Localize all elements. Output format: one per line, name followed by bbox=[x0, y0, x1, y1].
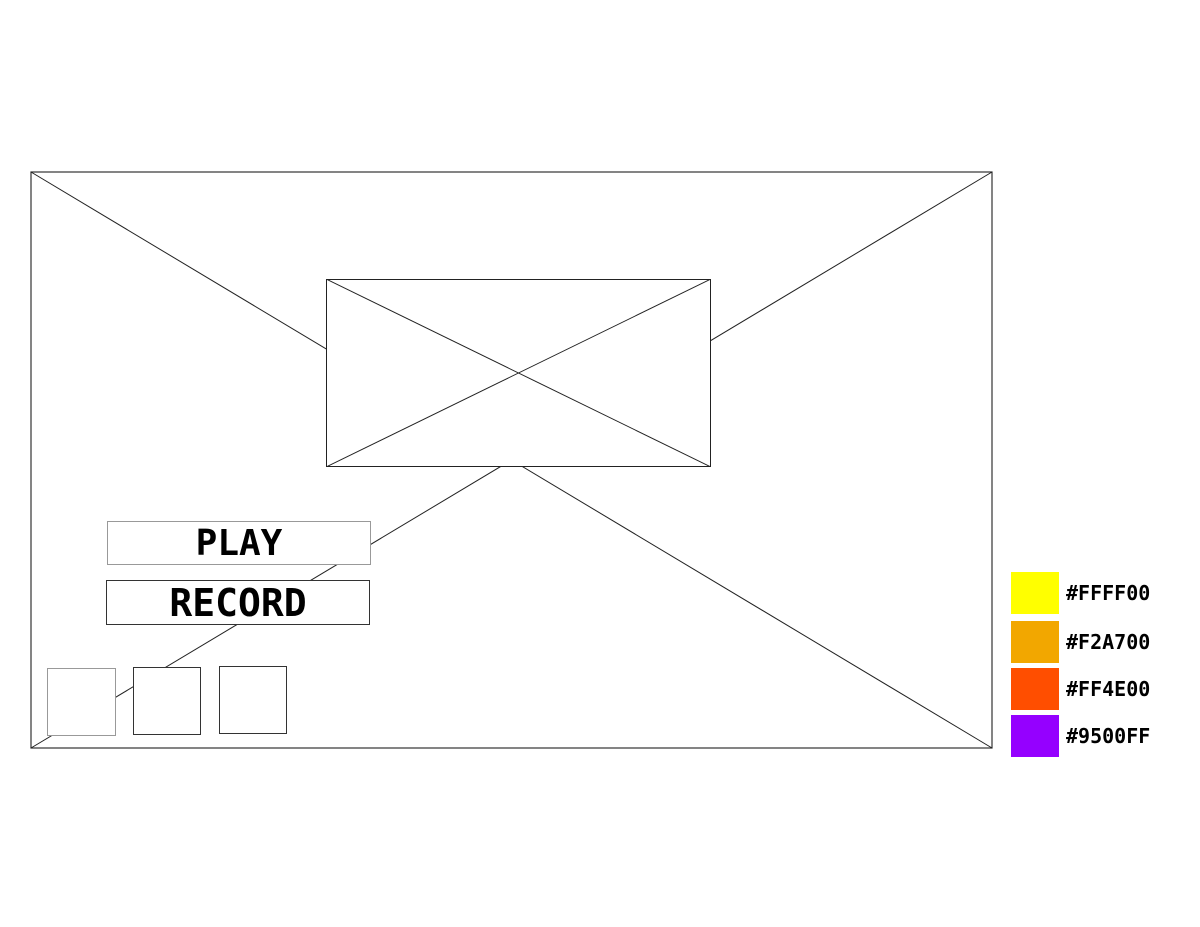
inner-image-placeholder bbox=[326, 279, 711, 467]
slot-3[interactable] bbox=[219, 666, 287, 734]
slot-2[interactable] bbox=[133, 667, 201, 735]
swatch-yellow bbox=[1011, 572, 1059, 614]
swatch-label: #F2A700 bbox=[1066, 630, 1151, 654]
slot-1[interactable] bbox=[47, 668, 116, 736]
swatch-orange bbox=[1011, 621, 1059, 663]
swatch-label: #FF4E00 bbox=[1066, 677, 1151, 701]
swatch-purple bbox=[1011, 715, 1059, 757]
swatch-label: #9500FF bbox=[1066, 724, 1151, 748]
swatch-red-orange bbox=[1011, 668, 1059, 710]
placeholder-diagonal bbox=[326, 279, 711, 467]
record-button[interactable]: RECORD bbox=[106, 580, 370, 625]
play-button[interactable]: PLAY bbox=[107, 521, 371, 565]
swatch-label: #FFFF00 bbox=[1066, 581, 1151, 605]
